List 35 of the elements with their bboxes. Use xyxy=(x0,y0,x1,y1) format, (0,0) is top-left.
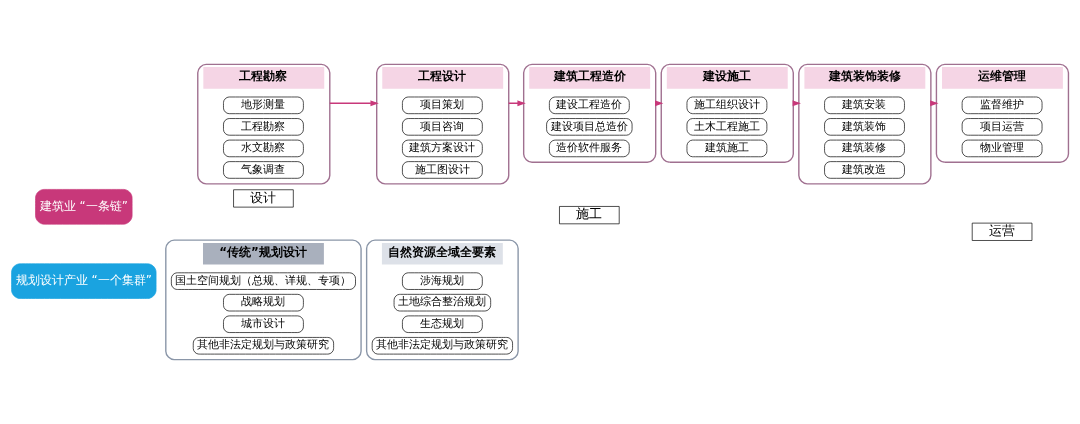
node-box: 建筑装饰 xyxy=(824,118,905,136)
label: 运营 xyxy=(989,222,1016,238)
node-box: 造价软件服务 xyxy=(549,139,630,158)
node-box: 项目运营 xyxy=(961,118,1043,136)
node-box: 监督维护 xyxy=(961,96,1043,114)
node-box: 项目咨询 xyxy=(402,118,483,136)
node-box: 生态规划 xyxy=(402,315,483,333)
node-box: 规划设计产业 “一个集群” xyxy=(11,263,157,299)
node-box: 施工组织设计 xyxy=(686,96,768,114)
node-box: 其他非法定规划与政策研究 xyxy=(192,337,334,355)
node-box: 地形测量 xyxy=(223,96,304,114)
node-box: 建筑安装 xyxy=(824,96,905,114)
node-box: 其他非法定规划与政策研究 xyxy=(371,337,513,355)
node-box: 气象调查 xyxy=(223,161,304,179)
node-box: 水文勘察 xyxy=(223,139,304,158)
label: 施工 xyxy=(576,206,603,222)
node-box: 物业管理 xyxy=(961,139,1043,158)
node-box: 建筑装修 xyxy=(824,139,905,158)
node-box: 涉海规划 xyxy=(402,272,483,290)
node-box: 施工图设计 xyxy=(402,161,483,179)
node-box: 土木工程施工 xyxy=(686,118,768,136)
node-box: 建设工程造价 xyxy=(549,96,630,114)
node-box: 工程勘察 xyxy=(223,118,304,136)
node-box: 建筑施工 xyxy=(686,139,768,158)
node-box: 战略规划 xyxy=(223,294,304,312)
node-box: 国土空间规划（总规、详规、专项） xyxy=(171,272,356,290)
arrow xyxy=(329,100,379,107)
label: 设计 xyxy=(250,189,277,205)
node-box: 建筑业 “一条链” xyxy=(35,189,133,225)
node-box: 建筑改造 xyxy=(824,161,905,179)
node-box: 建筑方案设计 xyxy=(402,139,483,158)
node-box: 城市设计 xyxy=(223,315,304,333)
node-box: 土地综合整治规划 xyxy=(393,294,491,312)
node-box: 建设项目总造价 xyxy=(546,118,633,136)
node-box: 项目策划 xyxy=(402,96,483,114)
